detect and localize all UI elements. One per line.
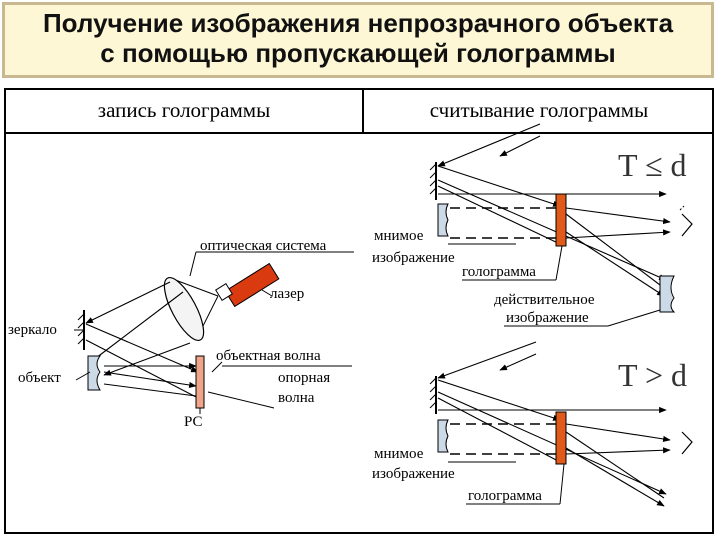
- label-reference-wave-1: опорная: [278, 370, 330, 386]
- hologram-top: [555, 193, 567, 247]
- reading-short: T ≤ d мнимое изображение голограмма дейс…: [372, 123, 693, 327]
- object: [87, 355, 101, 391]
- reading-long: T > d мнимое изображение голограмма: [372, 341, 693, 507]
- label-hologram-bottom: голограмма: [468, 488, 542, 504]
- diagram-panel: запись голограммы считывание голограммы: [4, 88, 714, 534]
- header-reading: считывание голограммы: [429, 98, 649, 122]
- header-recording: запись голограммы: [97, 98, 271, 122]
- label-recording-medium: РС: [184, 414, 203, 430]
- label-virtual-bottom-2: изображение: [372, 466, 455, 482]
- laser: [215, 262, 280, 308]
- label-hologram-top: голограмма: [462, 264, 536, 280]
- label-real-1: действительное: [494, 292, 595, 308]
- label-object-wave: объектная волна: [216, 348, 321, 364]
- title-line-1: Получение изображения непрозрачного объе…: [42, 8, 674, 38]
- header-divider: [362, 90, 364, 134]
- optical-system: [163, 276, 219, 342]
- label-optical-system: оптическая система: [200, 238, 327, 254]
- label-virtual-bottom-1: мнимое: [374, 446, 424, 462]
- label-mirror: зеркало: [8, 322, 57, 338]
- header-rule: [6, 132, 712, 134]
- label-virtual-top-1: мнимое: [374, 228, 424, 244]
- condition-bottom: T > d: [618, 357, 687, 393]
- title-line-2: с помощью пропускающей голограммы: [100, 38, 616, 68]
- condition-top: T ≤ d: [618, 147, 687, 183]
- recording-setup: оптическая система лазер зеркало объект …: [8, 238, 354, 430]
- label-reference-wave-2: волна: [278, 390, 315, 406]
- label-real-2: изображение: [506, 310, 589, 326]
- title-box: Получение изображения непрозрачного объе…: [2, 2, 714, 78]
- hologram-bottom: [555, 411, 567, 465]
- label-virtual-top-2: изображение: [372, 250, 455, 266]
- label-object: объект: [18, 370, 61, 386]
- recording-plate: [195, 355, 205, 409]
- label-laser: лазер: [270, 286, 304, 302]
